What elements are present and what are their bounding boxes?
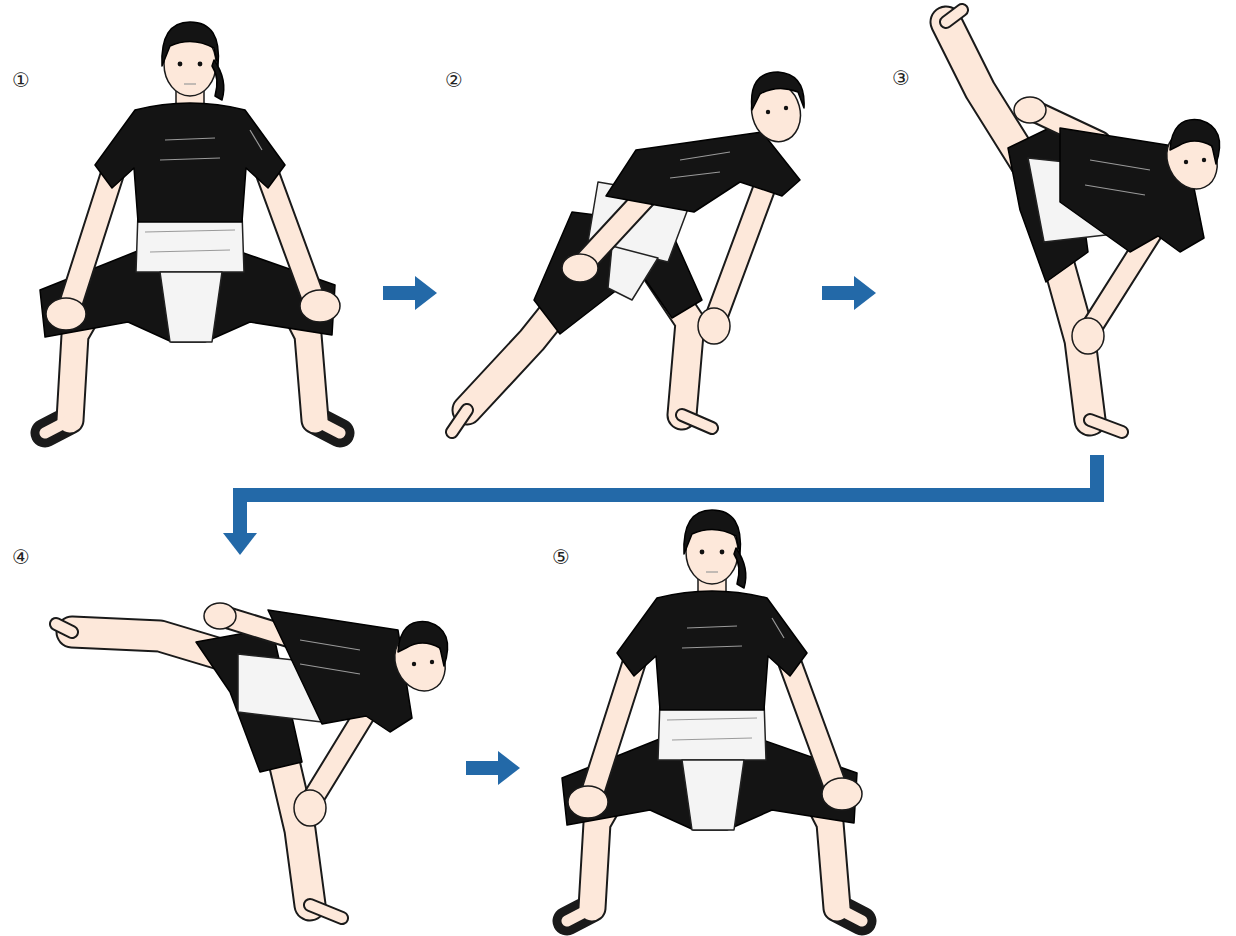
flow-arrow xyxy=(383,286,415,300)
step-number: ③ xyxy=(892,68,910,88)
pose-panel: ② xyxy=(437,60,822,455)
pose-panel: ⑤ xyxy=(520,555,1236,936)
flow-arrow xyxy=(822,286,854,300)
step-number: ② xyxy=(445,70,463,90)
step-number: ① xyxy=(12,70,30,90)
flow-arrow xyxy=(240,455,1097,533)
pose-panel: ③ xyxy=(876,0,1236,455)
pose-panel: ① xyxy=(0,60,383,455)
step-number: ⑤ xyxy=(552,547,570,567)
pose-panel: ④ xyxy=(0,555,466,936)
step-number: ④ xyxy=(12,547,30,567)
flow-arrow xyxy=(466,761,498,775)
